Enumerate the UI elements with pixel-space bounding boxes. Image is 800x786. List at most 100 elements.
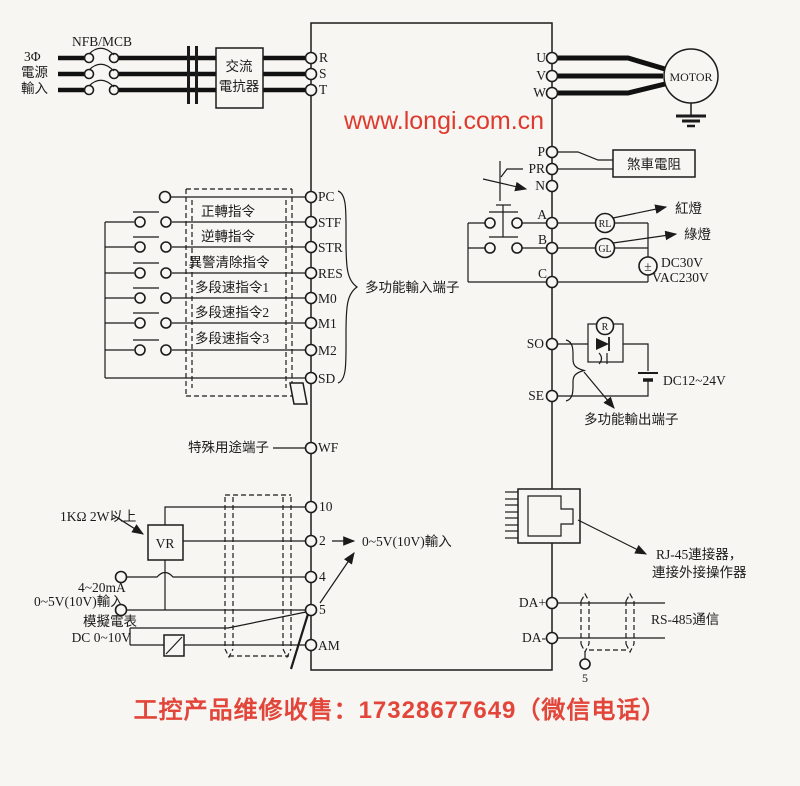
rj45-pins (505, 491, 518, 539)
rj45-connector-box (517, 488, 581, 544)
terminal-v (545, 69, 559, 83)
motor-line-w (558, 81, 666, 96)
meter-range-label: DC 0~10V (72, 630, 132, 645)
terminal-se (545, 389, 559, 403)
terminal-b (545, 241, 559, 255)
terminal-label-4: 4 (319, 569, 326, 584)
line-4 (127, 571, 306, 578)
input-row-m1 (105, 312, 318, 330)
terminal-label-wf: WF (318, 440, 339, 455)
terminal-str (304, 240, 318, 254)
terminal-label-m1: M1 (318, 316, 337, 331)
footer-contact: 工控产品维修收售：17328677649（微信电话） (134, 696, 667, 724)
rs485-section: DA+ DA- 5 RS-485通信 (519, 592, 719, 685)
red-lamp-arrow (612, 204, 668, 219)
terminal-label-v: V (536, 68, 546, 83)
current-voltage-label: 0~5V(10V)輸入 (34, 594, 124, 609)
red-lamp-label: 紅燈 (675, 201, 703, 216)
terminal-wf (304, 441, 318, 455)
motor-section: U V W MOTOR (533, 48, 719, 128)
current-input-contact (114, 570, 128, 584)
ac-reactor-box (215, 47, 264, 109)
terminal-a (545, 216, 559, 230)
terminal-label-so: SO (527, 336, 545, 351)
terminal-5 (304, 603, 318, 617)
rs485-shield-terminal (579, 658, 591, 670)
output-label-arrow (583, 371, 615, 409)
motor-line-u (558, 55, 666, 72)
terminal-label-5: 5 (319, 602, 326, 617)
rj45-label-1: RJ-45連接器， (656, 546, 742, 562)
terminal-label-m2: M2 (318, 343, 337, 358)
brake-wire-p (558, 151, 613, 161)
terminal-am (304, 638, 318, 652)
terminal-label-w: W (533, 85, 546, 100)
input-row-str (105, 236, 318, 254)
terminal-label-c: C (538, 266, 547, 281)
digital-input-section: PC 正轉指令 STF 逆轉指令 STR 異警清除指令 (104, 188, 460, 405)
relay-contact-link (489, 204, 518, 238)
terminal-label-am: AM (318, 638, 340, 653)
green-lamp-arrow (612, 230, 678, 244)
terminal-label-a: A (537, 207, 547, 222)
rj45-label-2: 連接外接操作器 (652, 564, 747, 580)
terminal-label-da-plus: DA+ (519, 595, 546, 610)
red-lamp-symbol: RL (599, 219, 612, 230)
battery-icon (638, 372, 658, 382)
meter-label: 模擬電表 (83, 614, 137, 629)
rs485-shield-label: 5 (582, 671, 588, 685)
ground-icon (676, 103, 706, 128)
terminal-m0 (304, 291, 318, 305)
terminal-4 (304, 570, 318, 584)
command-multispeed1: 多段速指令1 (195, 279, 269, 295)
green-lamp-symbol: GL (598, 244, 611, 255)
relay-contact-a1 (484, 217, 496, 229)
terminal-label-p: P (537, 144, 545, 159)
terminal-u (545, 51, 559, 65)
terminal-t (304, 83, 318, 97)
voltage-input-contact (114, 603, 128, 617)
terminal-s (304, 67, 318, 81)
multi-input-label: 多功能輸入端子 (365, 279, 460, 295)
relay-coil-symbol: R (602, 322, 609, 333)
reactor-label-2: 電抗器 (219, 79, 260, 94)
rj45-jack-icon (527, 495, 574, 537)
terminal-pc (304, 190, 318, 204)
terminal-da-minus (545, 631, 559, 645)
capacitor-icon (598, 352, 608, 365)
brake-resistor-label: 煞車電阻 (627, 157, 681, 172)
rs485-label: RS-485通信 (651, 612, 719, 627)
shield-drain-wire (289, 613, 310, 670)
terminal-2 (304, 534, 318, 548)
lamp-supply-ac: VAC230V (652, 270, 709, 285)
reactor-label-1: 交流 (226, 58, 253, 74)
current-label: 4~20mA (78, 580, 126, 595)
command-multispeed3: 多段速指令3 (195, 330, 269, 346)
analog-input-section: 1KΩ 2W以上 VR 10 2 0~5V(10V)輸入 4 4~20mA 0~… (34, 494, 452, 670)
input-row-stf (105, 211, 318, 229)
terminal-p (545, 145, 559, 159)
terminal-label-2: 2 (319, 533, 326, 548)
input-label: 輸入 (21, 81, 48, 96)
red-lamp-icon (594, 212, 616, 234)
command-reverse: 逆轉指令 (201, 229, 255, 244)
terminal-pr (545, 162, 559, 176)
terminal-c (545, 275, 559, 289)
green-lamp-label: 綠燈 (684, 227, 712, 242)
terminal-label-u: U (536, 50, 546, 65)
terminal-label-str: STR (318, 240, 343, 255)
breaker-label: NFB/MCB (72, 34, 132, 49)
terminal-w (545, 86, 559, 100)
oc-output-section: SO SE R DC12~24V 多功能輸出端子 (527, 316, 726, 427)
analog-input-label: 0~5V(10V)輸入 (362, 534, 452, 549)
vr-note-label: 1KΩ 2W以上 (60, 509, 136, 524)
relay-contact-a2 (511, 217, 523, 229)
contactor-symbol (187, 46, 198, 104)
lamp-supply-icon (638, 256, 658, 276)
diode-icon (596, 337, 610, 351)
terminal-stf (304, 215, 318, 229)
terminal-n (545, 179, 559, 193)
input-row-res (105, 262, 318, 280)
terminal-label-t: T (319, 82, 328, 97)
